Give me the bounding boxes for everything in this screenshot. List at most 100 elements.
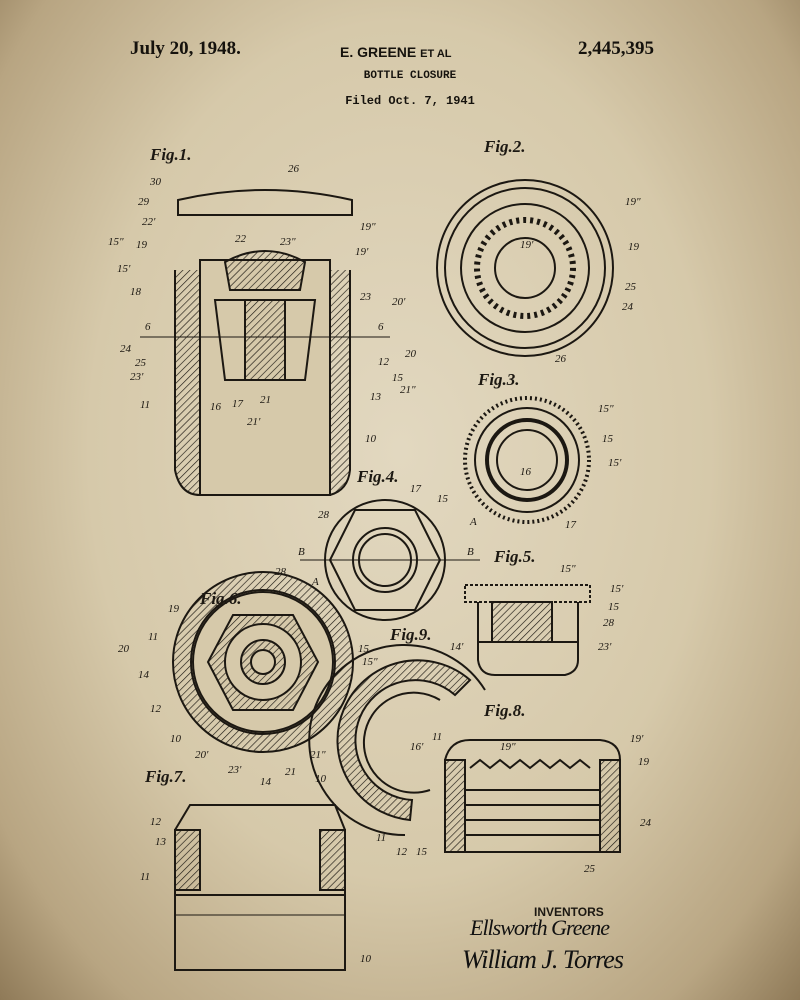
figure-8-section bbox=[444, 739, 621, 853]
fig-6-label: Fig.6. bbox=[199, 589, 242, 608]
fig-8-label: Fig.8. bbox=[483, 701, 526, 720]
reference-numeral: 29 bbox=[138, 196, 150, 208]
patent-title: BOTTLE CLOSURE bbox=[363, 70, 457, 82]
reference-numeral: 19" bbox=[625, 196, 641, 208]
figure-4-plan bbox=[300, 499, 480, 621]
reference-numeral: 10 bbox=[170, 733, 182, 745]
reference-numeral: 24 bbox=[120, 343, 132, 355]
reference-numeral: 26 bbox=[288, 163, 300, 175]
reference-numeral: 17 bbox=[232, 398, 244, 410]
inventor-signature-2: William J. Torres bbox=[462, 945, 624, 974]
reference-numeral: 21 bbox=[260, 394, 271, 406]
figure-1-section bbox=[140, 189, 390, 496]
reference-numeral: 20 bbox=[405, 348, 417, 360]
reference-numeral: 15" bbox=[560, 563, 576, 575]
reference-numeral: 16 bbox=[520, 466, 532, 478]
figure-6-section bbox=[172, 571, 354, 753]
fig-5-label: Fig.5. bbox=[493, 547, 536, 566]
reference-numeral: 16 bbox=[210, 401, 222, 413]
figure-3-plan bbox=[463, 396, 591, 524]
et-al: ET AL bbox=[420, 48, 452, 60]
reference-numeral: 10 bbox=[365, 433, 377, 445]
reference-numeral: 15" bbox=[598, 403, 614, 415]
figure-2-plan bbox=[436, 179, 614, 357]
reference-numeral: 11 bbox=[148, 631, 158, 643]
reference-numeral: 11 bbox=[140, 399, 150, 411]
reference-numeral: 12 bbox=[378, 356, 390, 368]
reference-numeral: 14' bbox=[450, 641, 464, 653]
reference-numeral: 17 bbox=[410, 483, 422, 495]
patent-number: 2,445,395 bbox=[578, 38, 654, 59]
reference-numeral: 21" bbox=[400, 384, 416, 396]
reference-numeral: 19' bbox=[630, 733, 644, 745]
reference-numeral: 19' bbox=[520, 239, 534, 251]
reference-numeral: 24 bbox=[622, 301, 634, 313]
reference-numeral: 21' bbox=[247, 416, 261, 428]
inventors-label: INVENTORS bbox=[534, 905, 604, 919]
reference-numeral: 17 bbox=[565, 519, 577, 531]
inventor-primary: E. GREENE bbox=[340, 44, 417, 60]
figure-7-elevation bbox=[174, 804, 346, 971]
reference-numeral: 22' bbox=[142, 216, 156, 228]
reference-numeral: 15 bbox=[416, 846, 428, 858]
reference-numeral: 10 bbox=[315, 773, 327, 785]
reference-numeral: 13 bbox=[155, 836, 167, 848]
reference-numeral: 14 bbox=[260, 776, 272, 788]
reference-numeral: 25 bbox=[584, 863, 596, 875]
fig-3-label: Fig.3. bbox=[477, 370, 520, 389]
reference-numeral: 23' bbox=[130, 371, 144, 383]
reference-numeral: 15 bbox=[358, 643, 370, 655]
reference-numeral: 15 bbox=[437, 493, 449, 505]
reference-numeral: 21 bbox=[285, 766, 296, 778]
reference-numeral: 10 bbox=[360, 953, 372, 965]
reference-numeral: 6 bbox=[378, 321, 384, 333]
reference-numeral: 23" bbox=[280, 236, 296, 248]
reference-numeral: 15 bbox=[608, 601, 620, 613]
reference-numeral: 15' bbox=[610, 583, 624, 595]
fig-7-label: Fig.7. bbox=[144, 767, 187, 786]
reference-numeral: 28 bbox=[318, 509, 330, 521]
reference-numeral: 28 bbox=[275, 566, 287, 578]
fig-4-label: Fig.4. bbox=[356, 467, 399, 486]
reference-numeral: 19 bbox=[638, 756, 650, 768]
reference-numeral: 23 bbox=[360, 291, 372, 303]
reference-numeral: 24 bbox=[640, 817, 652, 829]
reference-numeral: 19" bbox=[360, 221, 376, 233]
reference-numeral: 11 bbox=[432, 731, 442, 743]
reference-numeral: B bbox=[298, 546, 305, 558]
reference-numeral: 19 bbox=[628, 241, 640, 253]
reference-numeral: 15' bbox=[608, 457, 622, 469]
figure-5-elevation bbox=[464, 584, 591, 676]
reference-numeral: 20 bbox=[118, 643, 130, 655]
reference-numeral: 26 bbox=[555, 353, 567, 365]
reference-numeral: 15" bbox=[362, 656, 378, 668]
reference-numeral: 23' bbox=[228, 764, 242, 776]
reference-numeral: 21" bbox=[310, 749, 326, 761]
reference-numeral: 20' bbox=[195, 749, 209, 761]
fig-2-label: Fig.2. bbox=[483, 137, 526, 156]
fig-1-label: Fig.1. bbox=[149, 145, 192, 164]
reference-numeral: 11 bbox=[140, 871, 150, 883]
reference-numeral: 15 bbox=[392, 372, 404, 384]
figure-9-perspective bbox=[308, 644, 486, 837]
reference-numeral: 18 bbox=[130, 286, 142, 298]
inventor-name: E. GREENE ET AL bbox=[340, 44, 452, 60]
inventor-signature-1: Ellsworth Greene bbox=[470, 915, 610, 940]
reference-numeral: A bbox=[311, 576, 319, 588]
reference-numeral: B bbox=[467, 546, 474, 558]
reference-numeral: 30 bbox=[149, 176, 162, 188]
reference-numeral: 15 bbox=[602, 433, 614, 445]
reference-numeral: 19' bbox=[355, 246, 369, 258]
reference-numeral: 19 bbox=[168, 603, 180, 615]
reference-numeral: 19 bbox=[136, 239, 148, 251]
reference-numeral: 28 bbox=[603, 617, 615, 629]
reference-numeral: 12 bbox=[150, 816, 162, 828]
reference-numeral: 15" bbox=[108, 236, 124, 248]
patent-date: July 20, 1948. bbox=[130, 38, 241, 59]
reference-numeral: 16' bbox=[410, 741, 424, 753]
reference-numeral: 6 bbox=[145, 321, 151, 333]
reference-numeral: 15' bbox=[117, 263, 131, 275]
reference-numeral: 11 bbox=[376, 832, 386, 844]
filed-date: Filed Oct. 7, 1941 bbox=[345, 94, 475, 108]
